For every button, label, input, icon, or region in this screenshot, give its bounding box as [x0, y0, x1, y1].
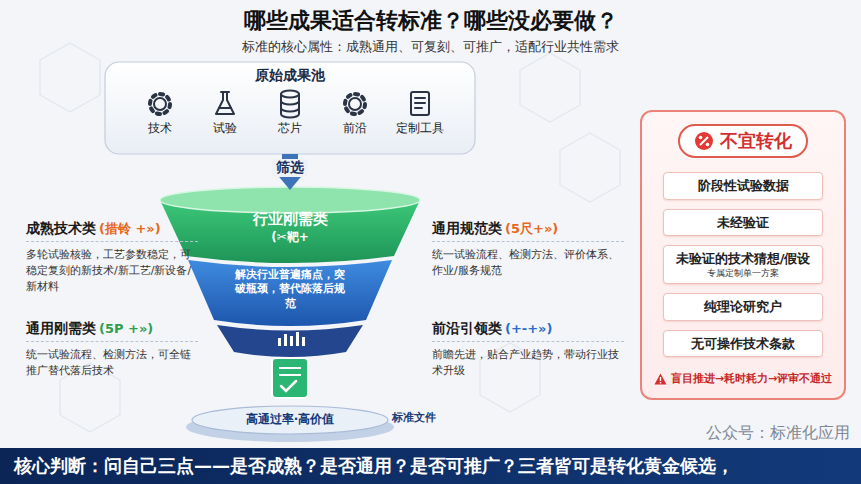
warning-icon [654, 373, 667, 385]
icon-row: 不宜转化 [678, 124, 808, 158]
icon-row: 盲目推进→耗时耗力→评审不通过 [654, 371, 832, 386]
node-heading: 行业刚需类 [210, 210, 370, 229]
node-heading: 通用刚需类 [26, 320, 96, 336]
subtitle: 标准的核心属性：成熟通用、可复刻、可推广，适配行业共性需求 [0, 38, 861, 56]
platform-disc: 高通过率·高价值 [215, 411, 365, 428]
category-block: 通用规范类(5尺+») 统一试验流程、检测方法、评价体系、作业/服务规范 [432, 218, 624, 279]
exclusion-item: 未验证的技术猜想/假设专属定制单一方案 [663, 245, 823, 284]
node-text: 多轮试验核验，工艺参数稳定，可稳定复刻的新技术/新工艺/新设备/新材料 [26, 247, 198, 295]
icon-label: 定制工具 [385, 120, 455, 137]
node-heading: 无可操作技术条款 [670, 335, 816, 353]
category-block: 前沿引领类(+-+») 前瞻先进，贴合产业趋势，带动行业技术升级 [432, 318, 624, 379]
icon-label: 芯片 [260, 120, 320, 137]
exclusion-item: 纯理论研究户 [663, 293, 823, 321]
node-text: (5尺+») [505, 221, 558, 236]
node-heading: 解决行业普遍痛点，突破瓶颈，替代陈落后规范 [230, 268, 350, 311]
node-text: 前瞻先进，贴合产业趋势，带动行业技术升级 [432, 347, 624, 379]
icon-label: 前沿 [325, 120, 385, 137]
icon-label: 技术 [130, 120, 190, 137]
funnel-rim [160, 187, 420, 213]
node-heading: 通用规范类 [432, 220, 502, 236]
node-heading: 高通过率·高价值 [215, 411, 365, 428]
heading-row: 通用刚需类(5P +») [26, 318, 198, 342]
node-text: (措铃 +») [99, 221, 161, 236]
hexagon-texture [40, 43, 620, 432]
node-heading: 前沿引领类 [432, 320, 502, 336]
chart-icon [278, 332, 305, 346]
document-icon [272, 358, 308, 398]
node-heading: 纯理论研究户 [670, 298, 816, 316]
pool-icons [150, 91, 429, 118]
platform-top [192, 406, 388, 434]
edge-label: 筛选 [272, 159, 308, 177]
caption: 核心判断：问自己三点——是否成熟？是否通用？是否可推广？三者皆可是转化黄金候选， [14, 454, 734, 478]
pool-box [105, 62, 475, 154]
heading-row: 成熟技术类(措铃 +») [26, 218, 198, 242]
exclusion-item: 阶段性试验数据 [663, 172, 823, 200]
category-block: 通用刚需类(5P +») 统一试验流程、检测方法，可全链推广替代落后技术 [26, 318, 198, 379]
heading-row: 前沿引领类(+-+») [432, 318, 624, 342]
pool-box: 原始成果池 [105, 62, 475, 154]
watermark: 公众号：标准化应用 [600, 423, 850, 444]
node-text: 统一试验流程、检测方法，可全链推广替代落后技术 [26, 347, 198, 379]
node-heading: 不宜转化 [720, 129, 792, 153]
heading-row: 通用规范类(5尺+») [432, 218, 624, 242]
node-text: 专属定制单一方案 [670, 268, 816, 280]
funnel-middle-band: 解决行业普遍痛点，突破瓶颈，替代陈落后规范 [230, 268, 350, 311]
category-block: 成熟技术类(措铃 +») 多轮试验核验，工艺参数稳定，可稳定复刻的新技术/新工艺/… [26, 218, 198, 295]
caption-bar [0, 448, 861, 484]
funnel-lower-band [217, 325, 363, 357]
node-heading: 未验证的技术猜想/假设 [670, 250, 816, 268]
node-heading: 成熟技术类 [26, 220, 96, 236]
item-list: 阶段性试验数据未经验证未验证的技术猜想/假设专属定制单一方案纯理论研究户无可操作… [663, 172, 823, 357]
exclusion-item: 未经验证 [663, 209, 823, 237]
panel-icon [694, 131, 714, 151]
node-text: (5P +») [99, 321, 153, 336]
exclusion-item: 无可操作技术条款 [663, 330, 823, 358]
exclusion-panel: 不宜转化阶段性试验数据未经验证未验证的技术猜想/假设专属定制单一方案纯理论研究户… [640, 110, 846, 400]
node-heading: 原始成果池 [105, 67, 475, 85]
funnel-top-band: 行业刚需类(✂靶+ [210, 190, 370, 246]
funnel-middle-band [188, 260, 392, 326]
node-text: (+-+») [505, 321, 552, 336]
output-label: 标准文件 [392, 410, 472, 425]
icon-label: 试验 [195, 120, 255, 137]
node-heading: 未经验证 [670, 214, 816, 232]
node-text: 盲目推进→耗时耗力→评审不通过 [671, 371, 832, 386]
page-title: 哪些成果适合转标准？哪些没必要做？ [0, 6, 861, 36]
node-text: (✂靶+ [210, 229, 370, 246]
node-heading: 阶段性试验数据 [670, 177, 816, 195]
node-text: 统一试验流程、检测方法、评价体系、作业/服务规范 [432, 247, 624, 279]
